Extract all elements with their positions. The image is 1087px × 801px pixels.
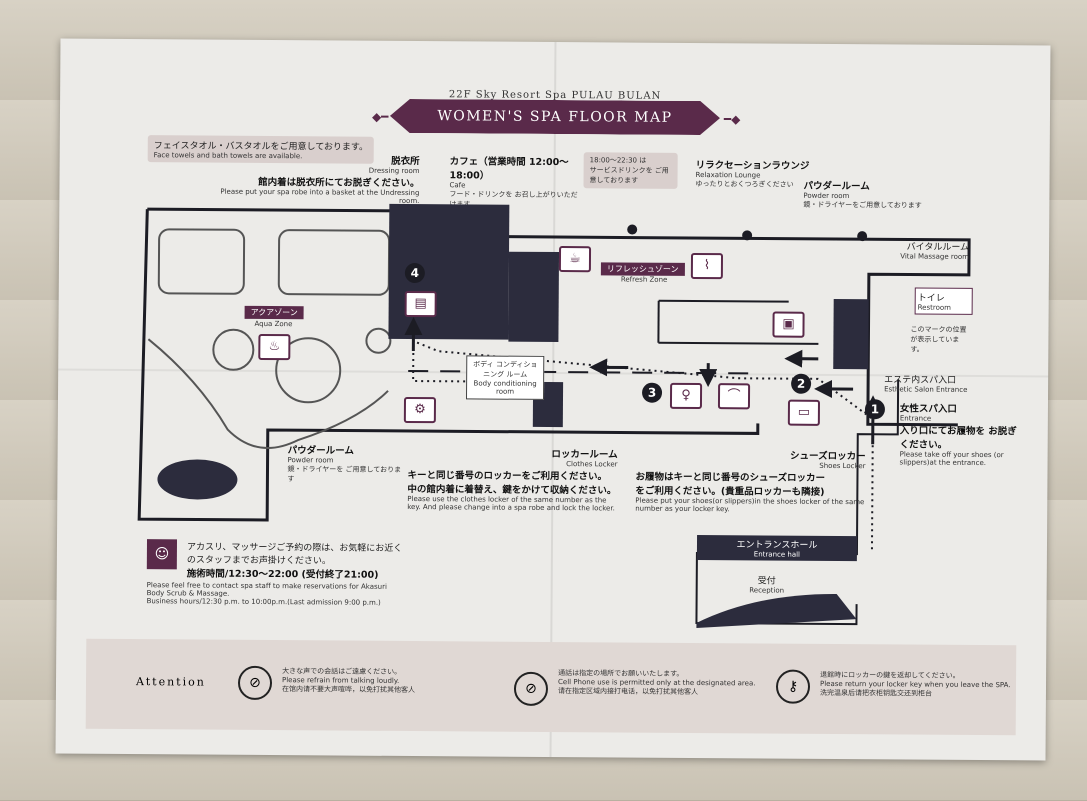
- entrance-hall-box: エントランスホール Entrance hall: [697, 535, 857, 561]
- attention-label: Attention: [136, 675, 206, 688]
- attention-3-zh: 洗完温泉后请把衣柜钥匙交还到柜台: [820, 688, 1020, 699]
- clothes-note-jp1: キーと同じ番号のロッカーをご利用ください。: [407, 467, 617, 482]
- reception-jp: 受付: [737, 573, 797, 586]
- massage-icon: ☺: [147, 539, 177, 569]
- hanger-icon: ⌒: [718, 383, 750, 409]
- vital-room-label: バイタルルーム Vital Massage room: [879, 239, 969, 261]
- powder-bottom-jp: パウダールーム: [288, 442, 408, 457]
- clothes-note-jp2: 中の館内着に着替え、鍵をかけて収納ください。: [407, 481, 617, 496]
- entrance-hall-jp: エントランスホール: [697, 537, 857, 551]
- body-conditioning-room: ボディ コンディショニング ルーム Body conditioning room: [466, 355, 544, 400]
- refresh-zone-tag: リフレッシュゾーン: [601, 262, 685, 276]
- dryer-icon: ▣: [772, 312, 804, 338]
- refresh-zone-en: Refresh Zone: [621, 275, 668, 283]
- restroom-note: このマークの位置 が表示しています。: [910, 324, 970, 354]
- restroom-box: トイレ Restroom: [915, 288, 973, 315]
- clothes-note-en: Please use the clothes locker of the sam…: [407, 495, 617, 512]
- no-talking-icon: ⊘: [238, 666, 272, 700]
- attention-2-zh: 请在指定区域内接打电话，以免打扰其他客人: [558, 686, 758, 697]
- restroom-jp: トイレ: [918, 291, 970, 304]
- step-4-marker: 4: [405, 263, 425, 283]
- return-key-icon: ⚷: [776, 670, 810, 704]
- shoes-icon: ▭: [788, 400, 820, 426]
- wash-basin-icon: ▤: [405, 291, 437, 317]
- attention-item-2: 通話は指定の場所でお願いいたします。 Cell Phone use is per…: [558, 668, 758, 697]
- restroom-en: Restroom: [918, 304, 970, 312]
- attention-item-3: 退館時にロッカーの鍵を返却してください。 Please return your …: [820, 670, 1020, 699]
- step-2-marker: 2: [791, 374, 811, 394]
- reception-label: 受付 Reception: [737, 573, 797, 594]
- powder-room-bottom-label: パウダールーム Powder room 鏡・ドライヤーを ご用意しております: [287, 442, 407, 485]
- step-1-marker: 1: [865, 399, 885, 419]
- spa-entrance-label: 女性スパ入口 Entrance 入り口にてお履物を お脱ぎください。 Pleas…: [900, 400, 1020, 467]
- powder-bottom-note: 鏡・ドライヤーを ご用意しております: [287, 464, 407, 485]
- entrance-jp: 女性スパ入口: [900, 400, 1020, 415]
- attention-panel: Attention ⊘ 大きな声での会話はご遠慮ください。 Please ref…: [86, 639, 1017, 735]
- shoes-note-en: Please put your shoes(or slippers)in the…: [635, 497, 865, 515]
- clothes-locker-jp: ロッカールーム: [408, 445, 618, 460]
- aqua-zone-tag: アクアゾーン: [245, 306, 304, 319]
- entrance-note-en: Please take off your shoes (or slippers)…: [900, 450, 1020, 467]
- esthetic-entrance: エステ内スパ入口 Esthetic Salon Entrance: [884, 372, 967, 394]
- massage-note-en: Please feel free to contact spa staff to…: [147, 581, 447, 607]
- lounge-chair-icon: ⌇: [691, 253, 723, 279]
- attention-1-zh: 在馆内请不要大声喧哗，以免打扰其他客人: [282, 684, 482, 695]
- bath-icon: ♨: [258, 334, 290, 360]
- massage-hours-jp: 施術時間/12:30～22:00 (受付終了21:00): [187, 565, 437, 581]
- sewing-machine-icon: ⚙: [404, 397, 436, 423]
- shoes-locker-label: シューズロッカー Shoes Locker お履物はキーと同じ番号のシューズロッ…: [635, 447, 865, 515]
- aqua-zone-en: Aqua Zone: [254, 320, 292, 328]
- reception-en: Reception: [737, 586, 797, 594]
- massage-note: アカスリ、マッサージご予約の際は、お気軽にお近く のスタッフまでお声掛けください…: [187, 539, 437, 581]
- esthetic-jp: エステ内スパ入口: [884, 372, 967, 386]
- robe-icon: ♀: [670, 383, 702, 409]
- clothes-locker-label: ロッカールーム Clothes Locker キーと同じ番号のロッカーをご利用く…: [407, 445, 617, 512]
- entrance-hall-en: Entrance hall: [697, 550, 857, 559]
- floor-map-sheet: 22F Sky Resort Spa PULAU BULAN ◆━ ━◆ WOM…: [56, 39, 1051, 761]
- step-3-marker: 3: [642, 383, 662, 403]
- body-cond-jp: ボディ コンディショニング ルーム: [470, 359, 540, 379]
- body-cond-en: Body conditioning room: [470, 379, 540, 395]
- vital-en: Vital Massage room: [879, 252, 969, 261]
- no-phone-icon: ⊘: [514, 672, 548, 706]
- cafe-cup-icon: ☕: [559, 246, 591, 272]
- entrance-note-jp: 入り口にてお履物を お脱ぎください。: [900, 422, 1020, 451]
- esthetic-en: Esthetic Salon Entrance: [884, 385, 967, 394]
- attention-item-1: 大きな声での会話はご遠慮ください。 Please refrain from ta…: [282, 666, 482, 695]
- vital-jp: バイタルルーム: [879, 239, 969, 253]
